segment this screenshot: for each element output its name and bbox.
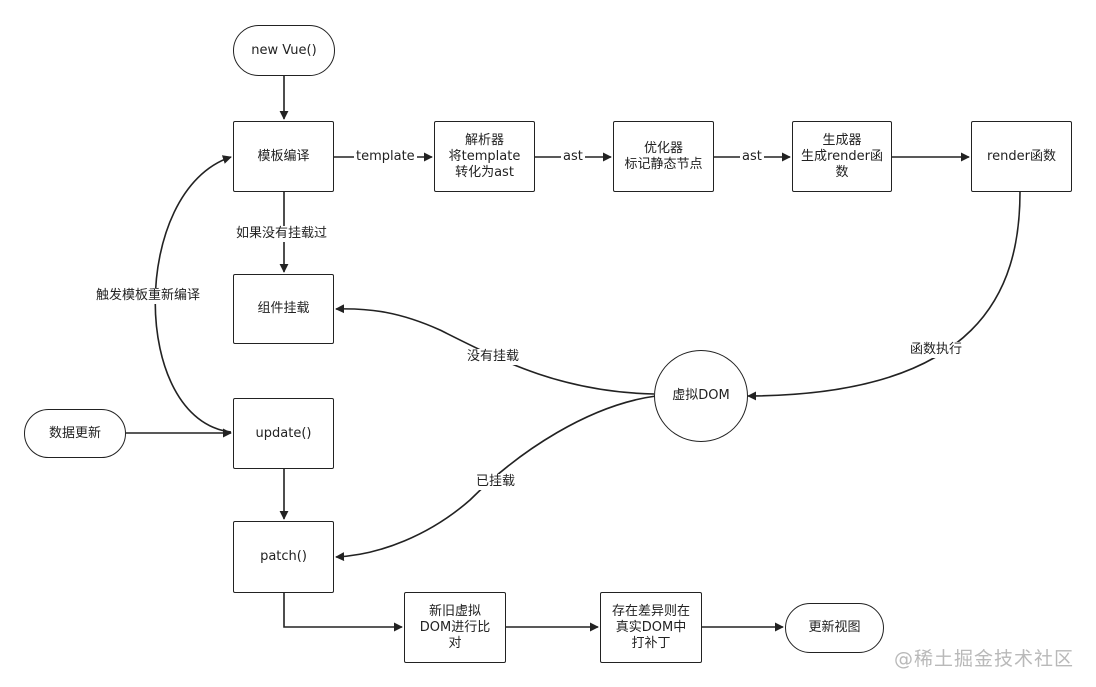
edge-label-ast-1: ast: [561, 149, 585, 165]
edge-patch-diff: [283, 593, 403, 632]
edge-vdom-mount: [335, 304, 655, 395]
edge-render-vdom: [747, 191, 1021, 401]
node-patch: patch(): [233, 521, 334, 593]
edge-vdom-patch: [335, 395, 657, 562]
node-update: update(): [233, 398, 334, 469]
node-update-view: 更新视图: [785, 603, 884, 653]
node-template-compile: 模板编译: [233, 121, 334, 192]
edge-label-not-mounted-before: 如果没有挂载过: [234, 226, 330, 242]
node-new-vue: new Vue(): [233, 25, 335, 76]
node-component-mount: 组件挂载: [233, 274, 334, 344]
node-diff: 新旧虚拟 DOM进行比 对: [404, 592, 506, 663]
node-parser: 解析器 将template 转化为ast: [434, 121, 535, 192]
edge-label-ast-2: ast: [740, 149, 764, 165]
node-generator: 生成器 生成render函 数: [792, 121, 892, 192]
edge-label-execute: 函数执行: [908, 342, 965, 358]
node-optimizer: 优化器 标记静态节点: [613, 121, 714, 192]
edge-label-not-mounted: 没有挂载: [465, 349, 522, 365]
edge-label-mounted: 已挂载: [474, 474, 518, 490]
node-render-function: render函数: [971, 121, 1072, 192]
node-virtual-dom: 虚拟DOM: [654, 350, 748, 442]
edge-label-recompile: 触发模板重新编译: [94, 288, 203, 304]
edge-label-template: template: [354, 149, 417, 165]
node-apply-patch: 存在差异则在 真实DOM中 打补丁: [600, 592, 702, 663]
watermark: @稀土掘金技术社区: [893, 648, 1074, 670]
node-data-update: 数据更新: [24, 409, 126, 458]
